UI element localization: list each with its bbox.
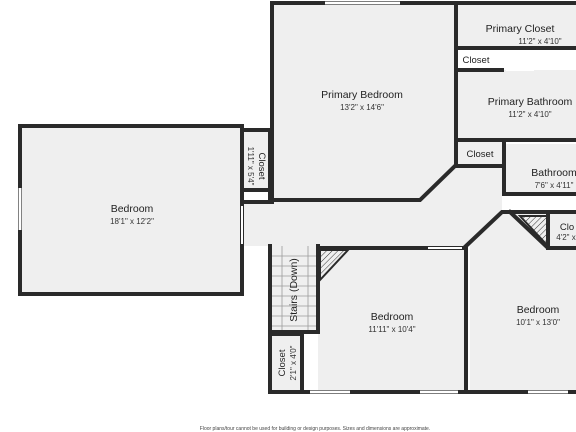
primary-bedroom-name: Primary Bedroom [321,89,403,101]
primary-closet-dims: 11'2" x 4'10" [518,37,561,46]
primary-bedroom-dims: 13'2" x 14'6" [340,103,384,112]
stair-treads [272,246,318,332]
bedroom-center-dims: 11'11" x 10'4" [368,325,415,334]
primary-bathroom-name: Primary Bathroom [488,96,573,108]
bedroom-right-name: Bedroom [517,304,560,316]
bedroom-center-name: Bedroom [371,311,414,323]
bedroom-right-dims: 10'1" x 13'0" [516,318,560,327]
stairs-name: Stairs (Down) [288,258,300,322]
closet-b-name: Closet [467,149,494,160]
primary-bathroom-dims: 11'2" x 4'10" [508,110,551,119]
closet-right-name: Clo [560,222,574,233]
closet-bottom-label: Closet 2'1" x 4'0" [277,345,298,380]
closet-left-dims: 1'11" x 5'4" [246,147,255,186]
closet-bottom-name: Closet [277,349,288,376]
closet-a-name: Closet [463,55,490,66]
bedroom-left-dims: 18'1" x 12'2" [110,217,154,226]
closet-right-dims: 4'2" x [556,233,576,242]
windows [18,1,568,394]
disclaimer-footer: Floor plans/tour cannot be used for buil… [200,426,430,432]
closet-left-name: Closet [256,153,267,180]
primary-closet-name: Primary Closet [486,23,555,35]
closet-left-label: Closet 1'11" x 5'4" [246,147,267,186]
bedroom-left-name: Bedroom [111,203,154,215]
stairs-label: Stairs (Down) [288,258,300,322]
bathroom-name: Bathroom [531,167,576,179]
closet-bottom-dims: 2'1" x 4'0" [289,345,298,380]
bathroom-dims: 7'6" x 4'11" [535,181,574,190]
